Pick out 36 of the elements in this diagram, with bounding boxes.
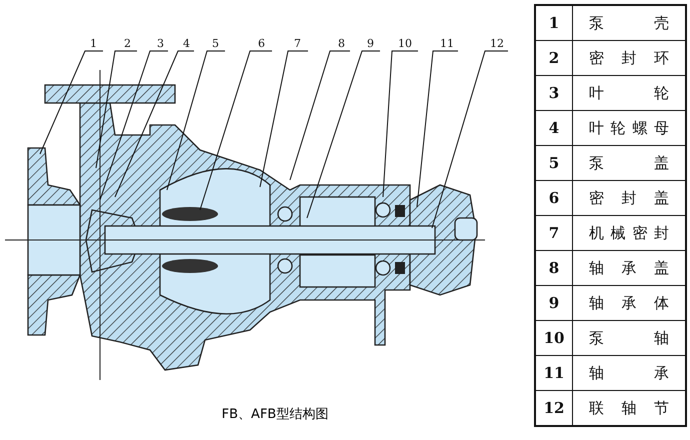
leader-line — [166, 50, 226, 190]
leader-line — [40, 50, 104, 154]
part-number-cell: 3 — [535, 76, 572, 110]
part-number-cell: 11 — [535, 356, 572, 390]
leader-line — [432, 50, 508, 228]
callout-number: 7 — [294, 38, 301, 50]
leader-line — [260, 50, 308, 188]
diagram-caption: FB、AFB型结构图 — [220, 406, 330, 423]
part-number-cell: 8 — [535, 250, 572, 286]
leader-line — [306, 50, 380, 218]
leader-line — [416, 50, 458, 208]
callout-number: 6 — [258, 38, 265, 50]
callout-number: 9 — [367, 38, 374, 50]
callout-number: 8 — [338, 38, 345, 50]
leader-line — [382, 50, 418, 198]
part-number-cell: 7 — [535, 216, 572, 250]
leader-line — [100, 50, 168, 200]
part-number-cell: 10 — [535, 320, 572, 356]
part-number-cell: 2 — [535, 40, 572, 76]
callout-number: 4 — [183, 38, 190, 50]
leader-line — [114, 50, 194, 198]
callout-number: 5 — [212, 38, 219, 50]
callout-number: 3 — [157, 38, 164, 50]
callout-number: 2 — [124, 38, 131, 50]
leader-line — [200, 50, 272, 210]
part-number-cell: 9 — [535, 286, 572, 320]
part-number-cell: 4 — [535, 110, 572, 146]
part-number-cell: 1 — [535, 5, 572, 40]
leader-line — [290, 50, 350, 180]
part-number-cell: 6 — [535, 180, 572, 216]
callout-number: 12 — [490, 38, 504, 50]
leader-line — [96, 50, 138, 168]
callout-number: 11 — [440, 38, 454, 50]
part-number-cell: 5 — [535, 146, 572, 180]
callout-number: 1 — [90, 38, 97, 50]
callout-number: 10 — [398, 38, 412, 50]
